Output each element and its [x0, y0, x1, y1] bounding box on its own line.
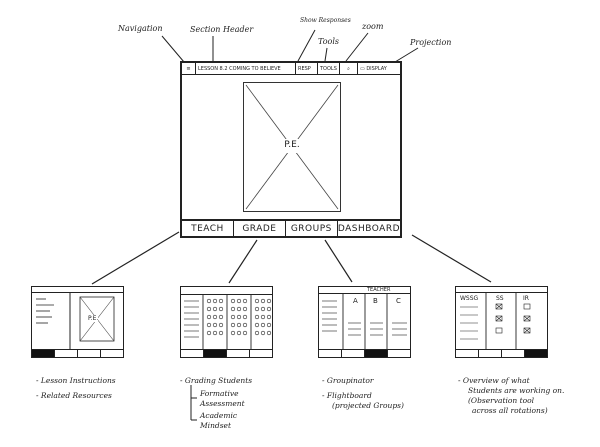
teach-thumb-placeholder-label: P.E. — [88, 315, 99, 322]
projection-icon: ▭ — [360, 65, 365, 72]
grade-desc-subline: Academic — [200, 411, 238, 420]
teach-thumbnail: P.E. — [31, 286, 124, 358]
tab-groups[interactable]: GROUPS — [286, 221, 338, 236]
dashboard-desc-line: across all rotations) — [472, 406, 548, 415]
show-responses-annotation: Show Responses — [300, 17, 351, 24]
projection-button[interactable]: ▭ DISPLAY — [358, 63, 400, 74]
show-responses-pointer — [297, 29, 316, 62]
groups-desc-line: - Flightboard — [322, 391, 372, 400]
groups-description: - Groupinator - Flightboard (projected G… — [322, 376, 404, 411]
groups-thumb-col-a: A — [353, 297, 358, 305]
teach-thumb-tabs — [32, 349, 123, 357]
tab-dashboard[interactable]: DASHBOARD — [337, 223, 401, 234]
main-wireframe: ≡ LESSON 8.2 COMING TO BELIEVE RESP TOOL… — [180, 61, 402, 238]
dashboard-thumbnail: WSSG SS IR — [455, 286, 548, 358]
teach-connector — [91, 231, 180, 285]
section-header-subtext: COMING TO BELIEVE — [229, 65, 281, 72]
teach-desc-line: - Related Resources — [36, 391, 112, 400]
dashboard-thumb-col-ir: IR — [523, 295, 529, 302]
groups-thumb-sketch — [322, 294, 407, 350]
tools-label: TOOLS — [320, 65, 337, 72]
zoom-icon: ⌕ — [347, 65, 350, 72]
teach-thumb-sketch — [36, 293, 115, 350]
show-responses-button[interactable]: RESP — [296, 63, 318, 74]
tab-teach[interactable]: TEACH — [182, 221, 234, 236]
dashboard-desc-line: Students are working on. — [468, 386, 565, 395]
dashboard-thumb-toolbar — [456, 287, 547, 293]
groups-desc-line: (projected Groups) — [332, 401, 404, 410]
groups-connector — [324, 239, 353, 283]
main-tab-bar: TEACH GRADE GROUPS DASHBOARD — [180, 219, 402, 238]
dashboard-thumb-col-ss: SS — [496, 295, 504, 302]
placeholder-label: P.E. — [284, 140, 300, 150]
zoom-button[interactable]: ⌕ — [340, 63, 358, 74]
groups-desc-line: - Groupinator — [322, 376, 374, 385]
teach-description: - Lesson Instructions - Related Resource… — [36, 376, 116, 401]
grade-thumb-toolbar — [181, 287, 272, 295]
grade-desc-subline: Assessment — [200, 399, 245, 408]
display-label: DISPLAY — [366, 65, 387, 72]
section-header-text: LESSON 8.2 — [198, 65, 228, 72]
dashboard-desc-line: - Overview of what — [458, 376, 530, 385]
grade-thumb-sketch — [184, 295, 272, 350]
dashboard-thumb-tab-active — [525, 350, 547, 357]
teach-thumb-tab-active — [32, 350, 55, 357]
tools-pointer — [324, 47, 328, 62]
grade-subitem-bracket — [190, 385, 197, 421]
dashboard-thumb-tabs — [456, 349, 547, 357]
main-toolbar: ≡ LESSON 8.2 COMING TO BELIEVE RESP TOOL… — [182, 63, 400, 75]
navigation-button[interactable]: ≡ — [182, 63, 196, 74]
projection-pointer — [394, 47, 419, 63]
groups-thumb-header: TEACHER — [367, 287, 391, 293]
tab-grade[interactable]: GRADE — [234, 221, 286, 236]
groups-thumb-col-c: C — [396, 297, 401, 305]
navigation-pointer — [161, 35, 185, 63]
section-header: LESSON 8.2 COMING TO BELIEVE — [196, 63, 296, 74]
grade-thumb-tab-active — [204, 350, 227, 357]
groups-thumb-tab-active — [365, 350, 388, 357]
grade-desc-subline: Mindset — [200, 421, 232, 430]
groups-thumb-toolbar: TEACHER — [319, 287, 410, 294]
tools-annotation: Tools — [318, 37, 340, 46]
zoom-annotation: zoom — [362, 22, 384, 31]
groups-thumb-tabs — [319, 349, 410, 357]
teach-desc-line: - Lesson Instructions — [36, 376, 116, 385]
dashboard-thumb-col-wssg: WSSG — [460, 295, 479, 302]
menu-icon: ≡ — [186, 65, 191, 72]
groups-thumb-col-b: B — [373, 297, 378, 305]
zoom-pointer — [345, 32, 369, 62]
grade-description: - Grading Students Formative Assessment … — [180, 376, 252, 431]
main-content-placeholder: P.E. — [243, 82, 341, 212]
grade-desc-line: - Grading Students — [180, 376, 253, 385]
tools-button[interactable]: TOOLS — [318, 63, 340, 74]
grade-thumb-tabs — [181, 349, 272, 357]
dashboard-description: - Overview of what Students are working … — [458, 376, 564, 416]
grade-desc-subline: Formative — [200, 389, 239, 398]
show-responses-label: RESP — [298, 65, 311, 72]
grade-connector — [228, 239, 258, 284]
dashboard-thumb-sketch — [460, 293, 531, 350]
dashboard-connector — [411, 234, 492, 283]
projection-annotation: Projection — [410, 38, 452, 47]
teach-thumb-toolbar — [32, 287, 123, 293]
dashboard-desc-line: (Observation tool — [468, 396, 535, 405]
navigation-annotation: Navigation — [118, 24, 163, 33]
placeholder-cross — [245, 84, 339, 210]
grade-thumbnail — [180, 286, 273, 358]
groups-thumbnail: TEACHER A B C — [318, 286, 411, 358]
section-header-annotation: Section Header — [190, 25, 254, 34]
